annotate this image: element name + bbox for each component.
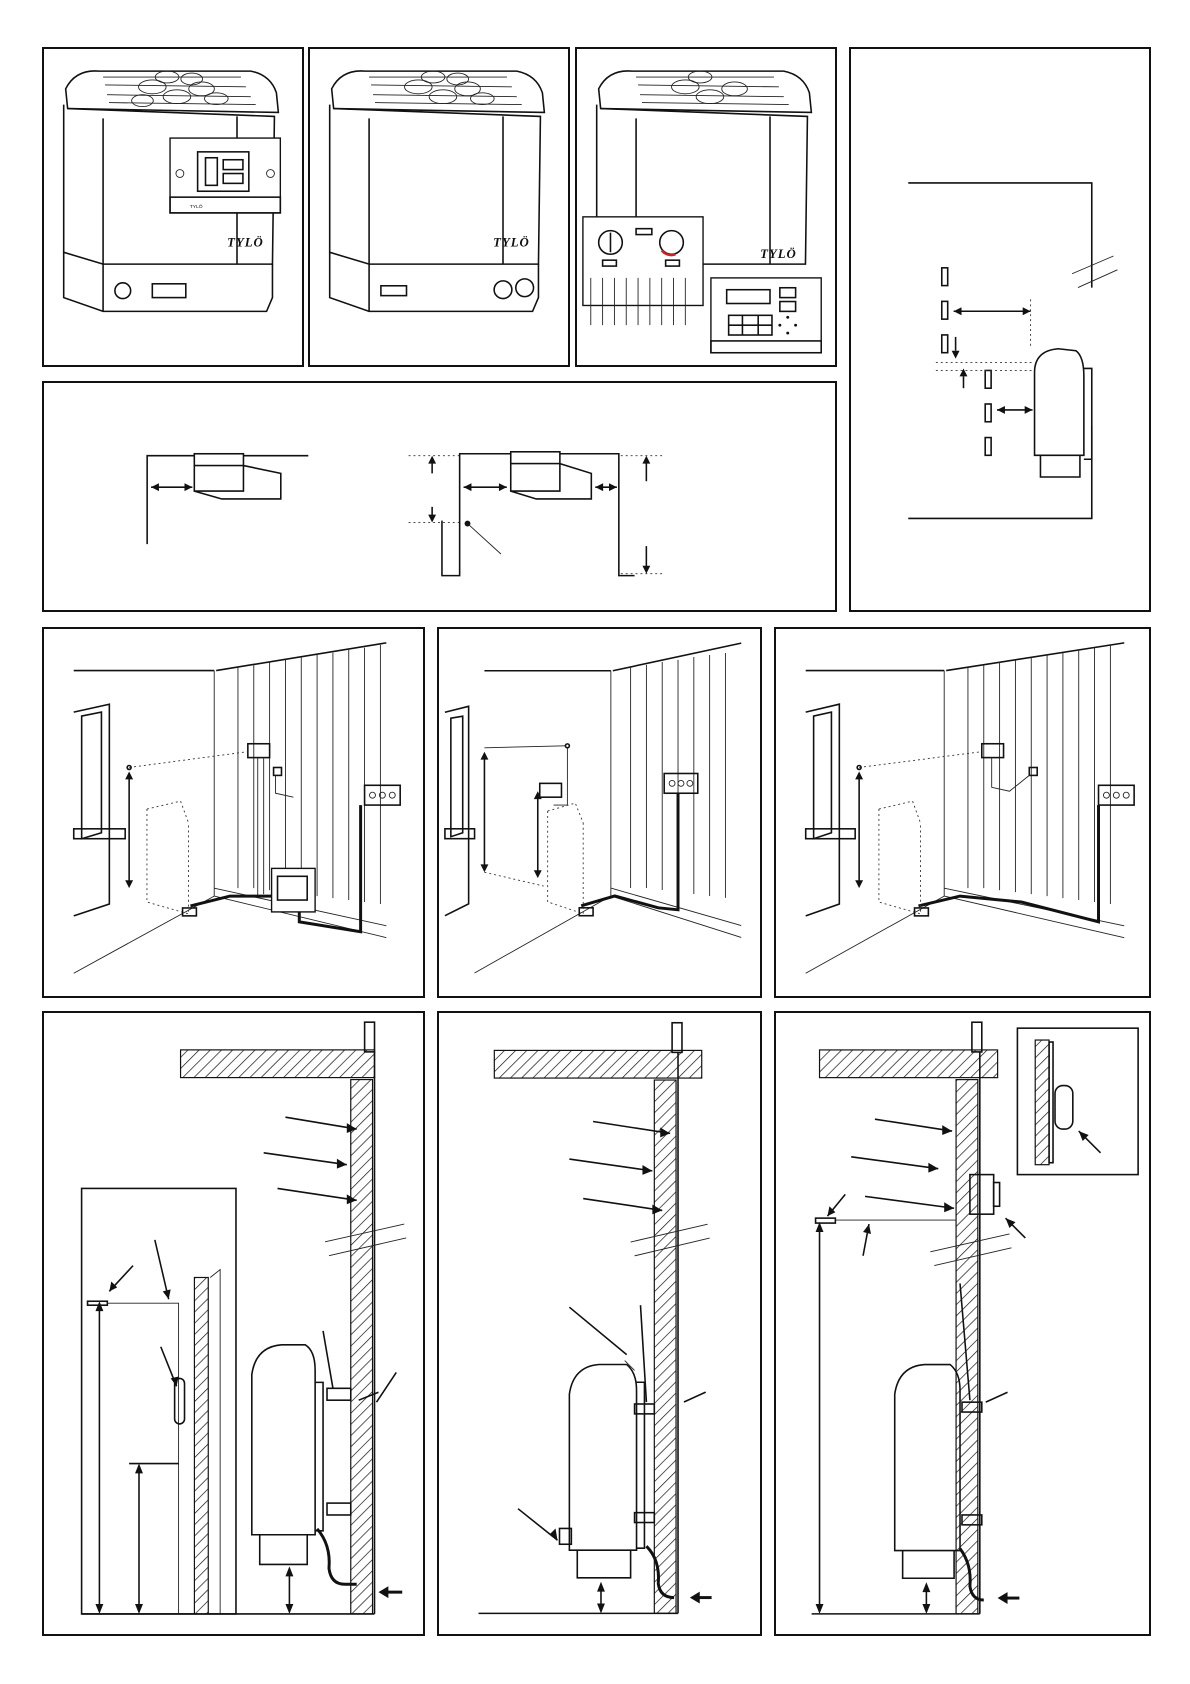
heater-logo: TYLÖ xyxy=(760,247,797,261)
room-icon xyxy=(439,629,760,996)
panel-ceiling-clearance xyxy=(42,381,837,612)
section-icon xyxy=(44,1013,423,1634)
room-icon xyxy=(776,629,1149,996)
room-icon xyxy=(44,629,423,996)
panel-heater-external-controls: TYLÖ xyxy=(575,47,837,367)
panel-wall-section-2 xyxy=(437,1011,762,1636)
dimension-icon xyxy=(851,49,1149,610)
heater-icon: TYLÖ xyxy=(577,49,835,365)
heater-logo: TYLÖ xyxy=(227,235,264,249)
svg-text:TYLÖ: TYLÖ xyxy=(190,203,203,210)
panel-heater-front-control: TYLÖ TYLÖ xyxy=(42,47,304,367)
panel-wall-clearance xyxy=(849,47,1151,612)
heater-icon: TYLÖ TYLÖ xyxy=(44,49,302,365)
panel-room-installation-3 xyxy=(774,627,1151,998)
section-icon xyxy=(776,1013,1149,1634)
section-icon xyxy=(439,1013,760,1634)
panel-wall-section-1 xyxy=(42,1011,425,1636)
heater-icon: TYLÖ xyxy=(310,49,568,365)
panel-heater-plain: TYLÖ xyxy=(308,47,570,367)
dimension-icon xyxy=(44,383,835,610)
panel-wall-section-3 xyxy=(774,1011,1151,1636)
panel-room-installation-2 xyxy=(437,627,762,998)
heater-logo: TYLÖ xyxy=(493,235,530,249)
panel-room-installation-1 xyxy=(42,627,425,998)
